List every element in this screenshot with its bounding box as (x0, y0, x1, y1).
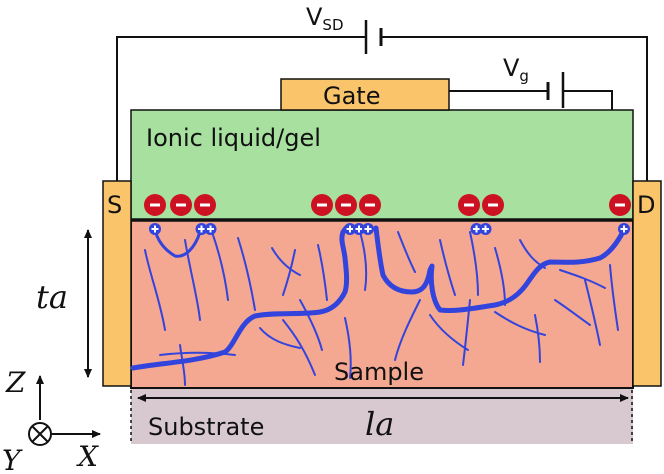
anion-minus-sign (488, 203, 498, 207)
cation-plus-vertical (209, 225, 212, 233)
thin-filament-21 (609, 264, 619, 331)
cation-plus-vertical (349, 225, 351, 233)
thin-filament-18 (519, 239, 546, 269)
vsd-circuit (116, 20, 648, 181)
thin-filament-22 (394, 299, 421, 361)
anion-minus-sign (317, 203, 327, 207)
thick-filament-branch-1 (373, 225, 628, 313)
cation-plus-vertical (358, 225, 360, 233)
cation-plus-vertical (484, 225, 487, 233)
cation-plus-vertical (154, 225, 156, 233)
thin-filament-15 (439, 239, 456, 296)
thickness-label: ta (36, 278, 68, 316)
ions-layer (144, 194, 631, 235)
length-label: la (365, 405, 394, 443)
thin-filament-17 (494, 247, 506, 306)
coordinate-axes: Z X Y (2, 366, 101, 474)
thin-filament-12 (159, 351, 236, 356)
anion-minus-sign (615, 203, 625, 207)
thin-filament-6 (271, 247, 301, 276)
thin-filament-7 (282, 249, 296, 296)
anion-minus-sign (150, 203, 160, 207)
sample-label: Sample (334, 358, 424, 386)
y-axis-cross-2 (31, 425, 49, 443)
source-contact (102, 180, 132, 387)
thin-filament-3 (184, 239, 201, 321)
thin-filament-5 (237, 237, 256, 311)
thin-filament-10 (259, 327, 301, 349)
thin-filament-24 (462, 299, 471, 366)
vg-wire-right (563, 90, 613, 110)
x-axis-label: X (76, 440, 99, 473)
anion-minus-sign (365, 203, 375, 207)
thin-filament-2 (144, 249, 166, 331)
anion-minus-sign (200, 203, 210, 207)
anion-minus-sign (176, 203, 186, 207)
thin-filament-20 (584, 279, 601, 346)
thin-filament-1 (153, 228, 202, 258)
thin-filament-13 (359, 231, 368, 291)
vsd-wire-right (381, 36, 648, 181)
thin-filament-14 (397, 231, 416, 273)
cation-plus-vertical (200, 225, 203, 233)
drain-label: D (637, 191, 655, 219)
y-axis-label: Y (2, 444, 23, 474)
ionic-liquid-label: Ionic liquid/gel (146, 124, 321, 152)
vsd-wire-left (116, 36, 366, 181)
substrate-label: Substrate (148, 413, 264, 441)
thin-filament-4 (211, 231, 229, 301)
cation-plus-vertical (367, 225, 369, 233)
filament-network (130, 225, 628, 386)
thin-filament-27 (554, 299, 591, 326)
thin-filament-28 (344, 317, 352, 379)
thin-filament-19 (559, 269, 606, 289)
gate-label: Gate (323, 82, 380, 110)
thin-filament-9 (282, 319, 316, 376)
thin-filament-25 (494, 311, 546, 336)
cation-plus-vertical (475, 225, 478, 233)
vsd-label: VSD (306, 3, 344, 34)
source-label: S (107, 191, 122, 219)
sample-layer (130, 219, 634, 389)
thin-filament-16 (469, 231, 479, 296)
z-axis-label: Z (5, 366, 26, 399)
anion-minus-sign (464, 203, 474, 207)
vg-circuit (449, 72, 613, 110)
thin-filament-8 (317, 244, 328, 301)
thin-filament-29 (299, 299, 323, 351)
thin-filament-26 (534, 314, 541, 363)
thin-filament-11 (179, 344, 186, 386)
gate-electrode (280, 78, 450, 111)
vg-label: Vg (503, 54, 529, 85)
cation-plus-vertical (623, 225, 625, 233)
anion-minus-sign (341, 203, 351, 207)
